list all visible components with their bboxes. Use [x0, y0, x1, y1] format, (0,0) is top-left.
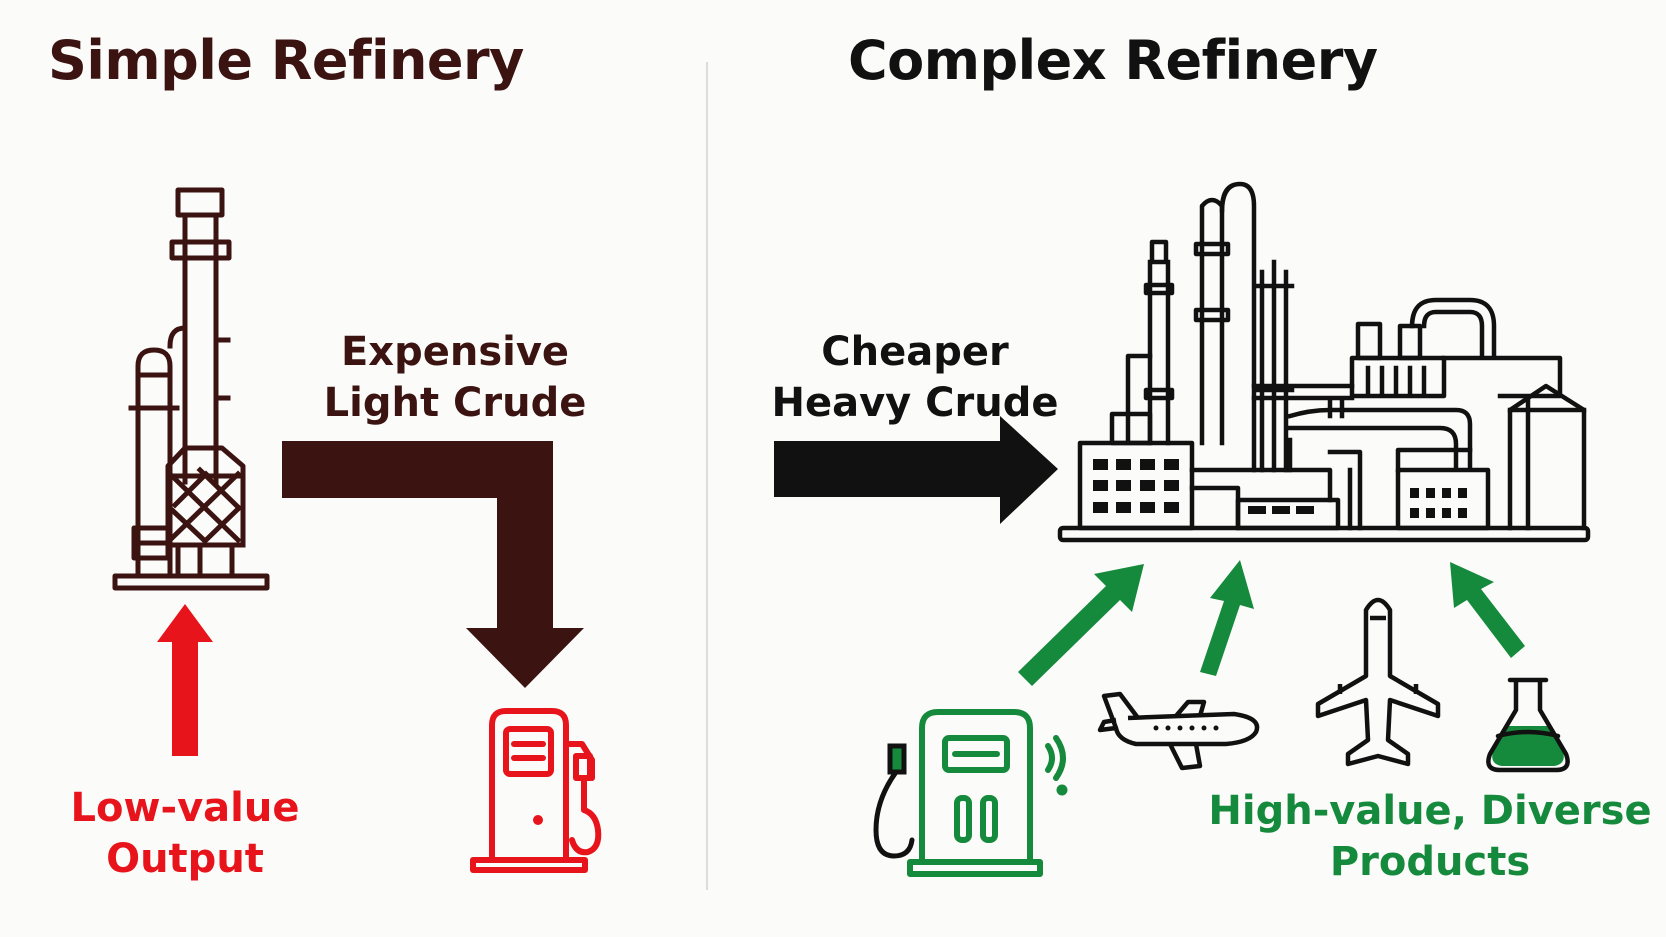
low-value-output-label: Low-value Output	[55, 783, 315, 885]
ev-fuel-station-icon	[907, 709, 1068, 877]
fuel-nozzle-hose	[873, 743, 915, 859]
expensive-crude-flow-arrow	[282, 441, 584, 688]
cheaper-label-line2: Heavy Crude	[771, 379, 1059, 426]
low-value-line2: Output	[106, 835, 264, 882]
low-value-line1: Low-value	[70, 785, 300, 831]
cheaper-crude-flow-arrow	[774, 416, 1058, 524]
product-up-arrows	[1018, 560, 1525, 686]
low-value-up-arrow	[157, 604, 213, 756]
complex-refinery-title: Complex Refinery	[848, 29, 1378, 92]
panel-divider	[706, 62, 708, 890]
flask-icon	[1486, 677, 1570, 773]
distillation-tower-icon	[112, 187, 270, 591]
airplane-top-icon	[1315, 597, 1441, 767]
cheaper-label-line1: Cheaper	[821, 329, 1009, 375]
expensive-label-line1: Expensive	[340, 329, 570, 375]
expensive-light-crude-label: Expensive Light Crude	[300, 327, 610, 429]
expensive-label-line2: Light Crude	[323, 379, 587, 426]
high-value-products-label: High-value, Diverse Products	[1200, 786, 1660, 888]
high-value-line1: High-value, Diverse	[1208, 788, 1652, 834]
airplane-side-icon	[1097, 691, 1260, 771]
refinery-complex-icon	[1057, 181, 1591, 543]
gas-pump-icon	[470, 708, 602, 873]
cheaper-heavy-crude-label: Cheaper Heavy Crude	[765, 327, 1065, 429]
high-value-line2: Products	[1329, 838, 1531, 885]
simple-refinery-title: Simple Refinery	[48, 29, 524, 92]
